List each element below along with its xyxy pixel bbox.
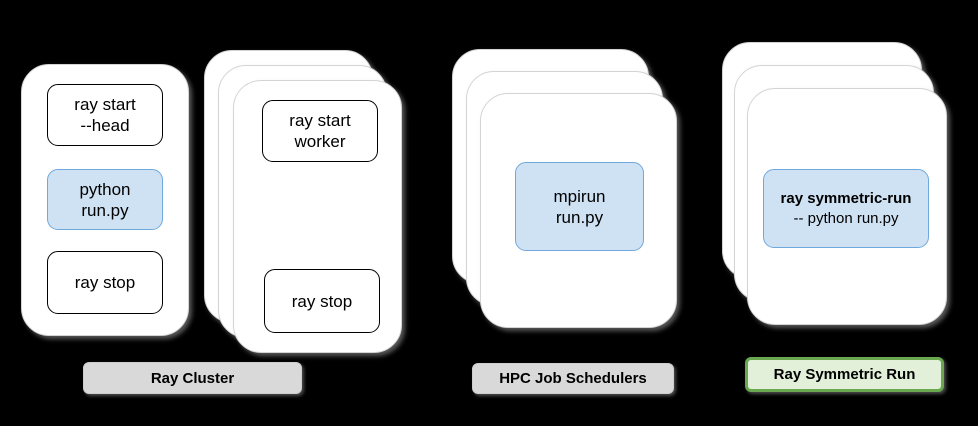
ray-cluster-label: Ray Cluster [83,362,302,394]
cmd-line: run.py [555,207,604,227]
cmd-line: --head [80,116,130,135]
worker-node-stack: ray start worker ray stop [204,50,404,355]
head-node-card: ray start --head python run.py ray stop [21,64,189,336]
label-text: Ray Cluster [150,369,235,387]
ray-symmetric-run-label: Ray Symmetric Run [745,357,944,392]
hpc-job-schedulers-label: HPC Job Schedulers [472,363,674,394]
cmd-line: -- python run.py [793,209,899,227]
cmd-line: worker [294,132,346,151]
cmd-line: ray start [289,111,351,130]
cmd-line-bold: ray symmetric-run [780,189,912,207]
ray-start-worker-box: ray start worker [262,100,378,162]
hpc-stack: mpirun run.py [452,49,678,329]
hpc-card-front: mpirun run.py [480,93,677,328]
cmd-line: python [79,179,131,199]
mpirun-box: mpirun run.py [515,162,644,251]
worker-card-front: ray start worker ray stop [233,80,402,353]
symmetric-card-front: ray symmetric-run -- python run.py [747,88,947,325]
ray-stop-box: ray stop [47,251,163,314]
ray-start-head-box: ray start --head [47,84,163,146]
cmd-line: run.py [81,200,129,220]
label-text: Ray Symmetric Run [773,366,916,383]
cmd-line: ray stop [291,291,353,311]
ray-stop-worker-box: ray stop [264,269,380,333]
cmd-line: ray start [74,95,136,114]
symmetric-run-stack: ray symmetric-run -- python run.py [722,42,949,326]
symmetric-run-box: ray symmetric-run -- python run.py [763,169,929,248]
label-text: HPC Job Schedulers [499,370,647,387]
cmd-line: ray stop [74,273,136,292]
python-run-box: python run.py [47,169,163,230]
cmd-line: mpirun [553,186,606,206]
